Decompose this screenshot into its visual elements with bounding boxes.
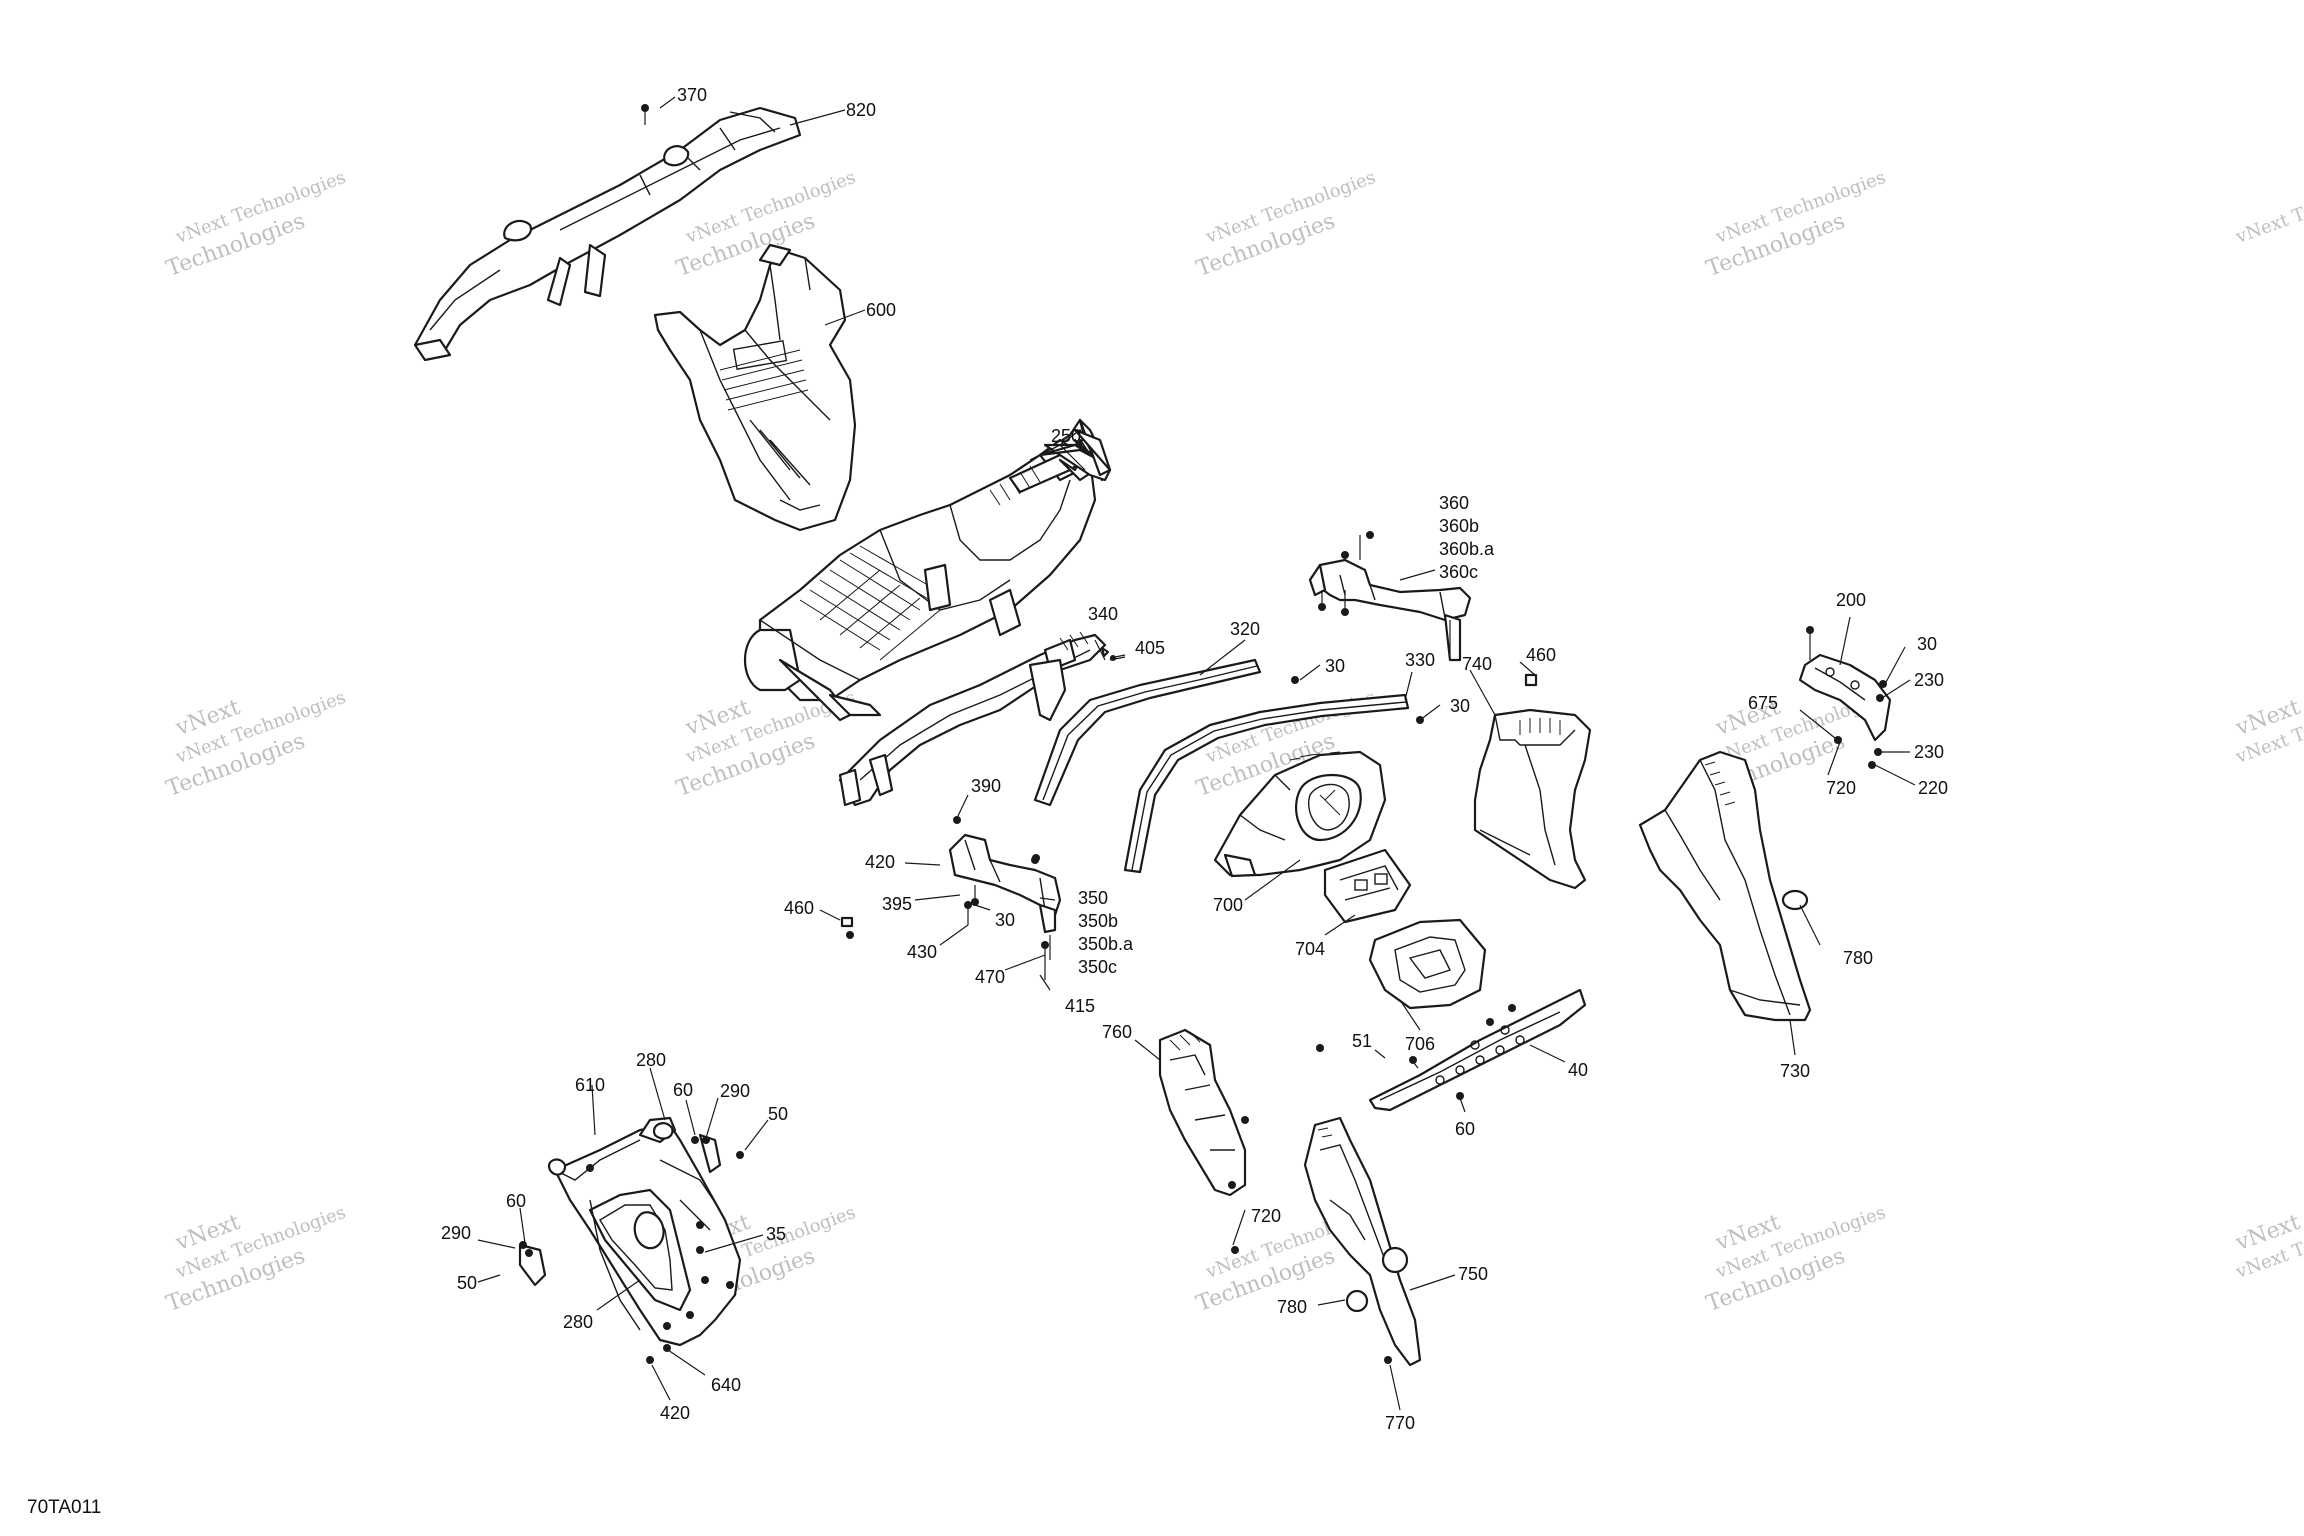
callout-405: 405 (1135, 638, 1165, 658)
part-704-gauge-bracket (1323, 848, 1412, 924)
callout-330: 330 (1405, 650, 1435, 670)
callout-30-d: 30 (995, 910, 1015, 930)
callout-320: 320 (1230, 619, 1260, 639)
callout-780-b: 780 (1277, 1297, 1307, 1317)
callout-60-b: 60 (673, 1080, 693, 1100)
callout-50-b: 50 (457, 1273, 477, 1293)
watermark-text: vNext Technologies (2232, 167, 2304, 248)
callout-200: 200 (1836, 590, 1866, 610)
callout-30-c: 30 (1917, 634, 1937, 654)
callout-730: 730 (1780, 1061, 1810, 1081)
callout-390: 390 (971, 776, 1001, 796)
callout-820: 820 (846, 100, 876, 120)
part-600-console-bracket (653, 243, 857, 532)
callout-720-b: 720 (1251, 1206, 1281, 1226)
callout-675: 675 (1748, 693, 1778, 713)
callout-350: 350 (1078, 888, 1108, 908)
callout-360: 360 (1439, 493, 1469, 513)
callout-420-a: 420 (865, 852, 895, 872)
callout-706: 706 (1405, 1034, 1435, 1054)
callout-230-b: 230 (1914, 742, 1944, 762)
callout-360b-a: 360b.a (1439, 539, 1495, 559)
part-330-lower-tube (1123, 693, 1410, 874)
callout-50-a: 50 (768, 1104, 788, 1124)
callout-290-a: 290 (720, 1081, 750, 1101)
hardware-bits (518, 104, 1882, 1364)
callout-430: 430 (907, 942, 937, 962)
leader-lines (477, 96, 1916, 1411)
callout-340: 340 (1088, 604, 1118, 624)
callout-35: 35 (766, 1224, 786, 1244)
callout-750: 750 (1458, 1264, 1488, 1284)
callout-40: 40 (1568, 1060, 1588, 1080)
callout-280-a: 280 (636, 1050, 666, 1070)
callout-420-b: 420 (660, 1403, 690, 1423)
callout-250: 250 (1051, 426, 1081, 446)
part-740-support-panel (1473, 673, 1592, 890)
callout-780-a: 780 (1843, 948, 1873, 968)
callout-280-b: 280 (563, 1312, 593, 1332)
callout-290-b: 290 (441, 1223, 471, 1243)
callout-230-a: 230 (1914, 670, 1944, 690)
callout-220: 220 (1918, 778, 1948, 798)
callout-60-a: 60 (1455, 1119, 1475, 1139)
part-320-upper-tube (1033, 658, 1262, 807)
callout-460-b: 460 (784, 898, 814, 918)
callout-770: 770 (1385, 1413, 1415, 1433)
part-280-lower-frame (547, 1116, 742, 1347)
callout-30-a: 30 (1325, 656, 1345, 676)
callout-415: 415 (1065, 996, 1095, 1016)
callout-704: 704 (1295, 939, 1325, 959)
callout-370: 370 (677, 85, 707, 105)
callout-350b-a: 350b.a (1078, 934, 1134, 954)
part-40-cross-bracket (1368, 988, 1587, 1112)
part-706-display (1368, 918, 1487, 1010)
callout-360b: 360b (1439, 516, 1479, 536)
part-760-lower-bracket (1158, 1028, 1249, 1197)
part-340-side-brace (838, 631, 1110, 807)
callout-470: 470 (975, 967, 1005, 987)
part-700-instrument-housing (1213, 750, 1387, 878)
part-360-right-brace (1308, 531, 1472, 662)
callout-700: 700 (1213, 895, 1243, 915)
callout-60-c: 60 (506, 1191, 526, 1211)
callout-760: 760 (1102, 1022, 1132, 1042)
callout-350b: 350b (1078, 911, 1118, 931)
callout-30-b: 30 (1450, 696, 1470, 716)
callout-395: 395 (882, 894, 912, 914)
callout-51: 51 (1352, 1031, 1372, 1051)
part-250-dash-frame (743, 418, 1112, 722)
callout-460-a: 460 (1526, 645, 1556, 665)
callout-600: 600 (866, 300, 896, 320)
callout-640: 640 (711, 1375, 741, 1395)
callout-360c: 360c (1439, 562, 1478, 582)
callout-720-a: 720 (1826, 778, 1856, 798)
callout-610: 610 (575, 1075, 605, 1095)
figure-id: 70TA011 (27, 1497, 101, 1518)
part-200-small-bracket (1798, 626, 1892, 742)
part-820-upper-support (413, 106, 802, 362)
callout-labels: 370 820 600 250 360 360b 360b.a 360c 340… (441, 85, 1948, 1433)
callout-350c: 350c (1078, 957, 1117, 977)
part-730-side-panel (1638, 750, 1812, 1022)
callout-740: 740 (1462, 654, 1492, 674)
part-750-lower-bracket (1303, 1116, 1422, 1367)
part-350-left-brace (948, 833, 1062, 980)
